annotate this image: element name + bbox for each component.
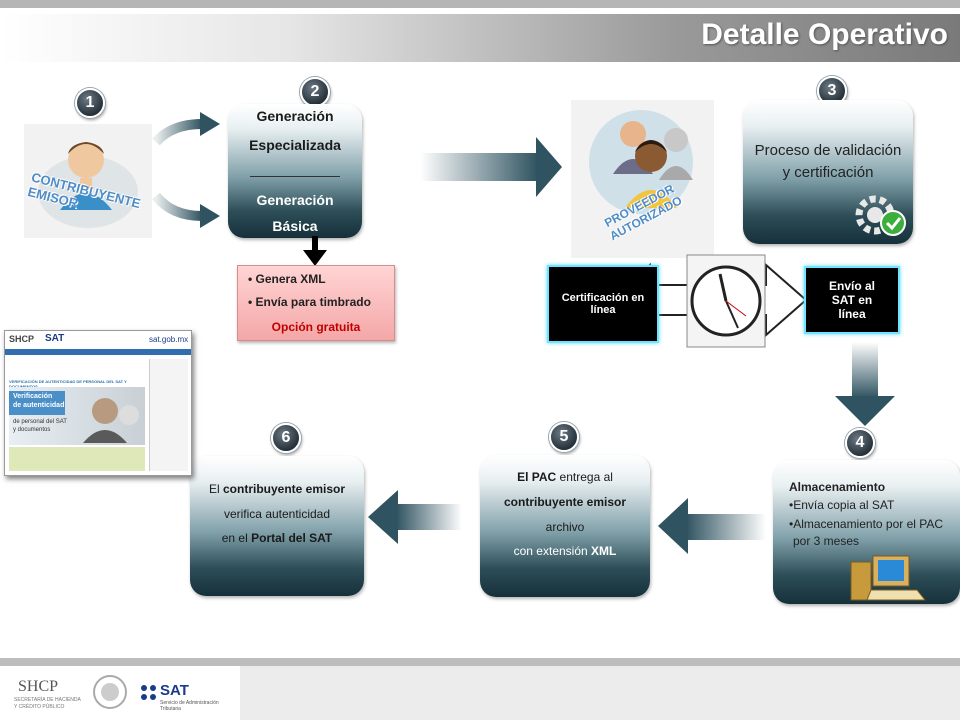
- arrow-to-verifica-head: [368, 490, 398, 544]
- footer-sat-sub: Servicio de Administración Tributaria: [160, 700, 219, 712]
- arrow-to-pac-shaft: [686, 514, 766, 540]
- generacion-basica-line1: Generación: [256, 192, 334, 208]
- portal-banner-line3: de personal del SAT: [13, 419, 67, 425]
- portal-url: sat.gob.mx: [149, 335, 189, 344]
- contribuyente-emisor-image: CONTRIBUYENTE EMISOR: [24, 124, 152, 238]
- envia-timbrado-text: Envía para timbrado: [255, 295, 371, 309]
- group-people-icon: [589, 110, 693, 214]
- pac-line1: El PAC entrega al: [480, 470, 650, 484]
- portal-banner-line2: de autenticidad: [13, 402, 65, 409]
- verifica-line3-bold: Portal del SAT: [251, 531, 333, 545]
- verifica-line2: verifica autenticidad: [223, 507, 331, 521]
- proveedor-autorizado-image: PROVEEDOR AUTORIZADO: [571, 100, 714, 258]
- certificacion-line2: línea: [590, 304, 616, 316]
- arrow-to-pac-head: [658, 498, 688, 554]
- sat-dots-icon: [141, 685, 156, 700]
- envia-timbrado-item: • Envía para timbrado: [248, 295, 371, 309]
- portal-sat: SAT: [45, 333, 65, 344]
- genera-xml-item: • Genera XML: [248, 272, 326, 286]
- portal-banner: Verificación de autenticidad de personal…: [9, 387, 145, 445]
- footer-shcp: SHCP: [18, 678, 59, 695]
- portal-sidebar: [149, 359, 188, 471]
- verifica-line1-bold: contribuyente emisor: [222, 482, 346, 496]
- pac-line4: con extensión XML: [480, 544, 650, 558]
- genera-xml-text: Genera XML: [255, 272, 326, 286]
- verifica-line3-pre: en el: [221, 531, 252, 545]
- genera-xml-box: • Genera XML • Envía para timbrado Opció…: [237, 265, 395, 341]
- down-arrow-icon: [303, 236, 327, 266]
- arrow-to-almacenamiento-shaft: [852, 342, 878, 398]
- verifica-line1: El contribuyente emisor: [190, 482, 364, 496]
- sat-portal-screenshot: SHCP SAT sat.gob.mx VERIFICACIÓN DE AUTE…: [4, 330, 192, 476]
- portal-topbar: SHCP SAT sat.gob.mx: [5, 331, 191, 349]
- top-strip: [0, 0, 960, 8]
- page-title: Detalle Operativo: [701, 18, 948, 51]
- divider: [250, 176, 340, 177]
- almacenamiento-title: Almacenamiento: [789, 480, 886, 494]
- portal-nav: [5, 349, 191, 355]
- generacion-basica-line2: Básica: [272, 218, 318, 234]
- footer-line: [0, 658, 960, 666]
- portal-banner-blue: [9, 391, 65, 415]
- arrow-to-proveedor-shaft: [420, 153, 538, 181]
- envio-line1: Envío al: [828, 279, 875, 293]
- step-badge-5: 5: [549, 422, 579, 452]
- mexico-seal-icon: [93, 675, 127, 709]
- step-badge-6: 6: [271, 423, 301, 453]
- pac-line2: contribuyente emisor: [503, 495, 627, 509]
- step-badge-4: 4: [845, 428, 875, 458]
- arrow-to-almacenamiento-head: [835, 396, 895, 426]
- proceso-line2: y certificación: [782, 164, 874, 181]
- footer-shcp-sub1: SECRETARÍA DE HACIENDA: [14, 697, 81, 703]
- portal-banner-line1: Verificación: [13, 393, 53, 400]
- portal-banner-line4: y documentos: [13, 427, 51, 433]
- generacion-especializada-line1: Generación: [256, 108, 334, 124]
- proceso-line1: Proceso de validación: [754, 142, 902, 159]
- pac-xml-bold: XML: [591, 544, 617, 558]
- envio-line2: SAT en: [831, 293, 873, 307]
- step-badge-1: 1: [75, 88, 105, 118]
- arrow-to-verifica-shaft: [396, 504, 462, 530]
- header-bar: [0, 14, 960, 62]
- almacenamiento-item2: •Almacenamiento por el PAC: [789, 517, 944, 531]
- footer-logos: SHCP SECRETARÍA DE HACIENDA Y CRÉDITO PÚ…: [0, 666, 240, 720]
- verifica-line1-pre: El: [208, 482, 223, 496]
- gear-check-icon: [855, 195, 906, 236]
- envio-sat-box: Envío al SAT en línea: [804, 266, 900, 334]
- footer-panel: [240, 666, 960, 720]
- almacenamiento-item1-text: Envía copia al SAT: [793, 498, 895, 512]
- footer-sat: SAT: [160, 682, 189, 699]
- verifica-line3: en el Portal del SAT: [190, 531, 364, 545]
- person-icon: [38, 142, 138, 228]
- arrow-to-proveedor-head: [536, 137, 562, 197]
- pac-line3: archivo: [545, 520, 585, 534]
- footer-shcp-sub2: Y CRÉDITO PÚBLICO: [14, 704, 65, 710]
- almacenamiento-item1: •Envía copia al SAT: [789, 498, 895, 512]
- generacion-especializada-line2: Especializada: [249, 137, 341, 153]
- pac-entrega-box: El PAC entrega al contribuyente emisor a…: [480, 455, 650, 597]
- almacenamiento-item2b: por 3 meses: [793, 534, 860, 548]
- verifica-box: El contribuyente emisor verifica autenti…: [190, 456, 364, 596]
- portal-person-photo: [83, 398, 139, 443]
- envio-line3: línea: [838, 307, 866, 321]
- clock-icon: [686, 254, 766, 348]
- generacion-box: Generación Especializada Generación Bási…: [228, 104, 362, 238]
- certificacion-line1: Certificación en: [561, 292, 645, 304]
- portal-shcp: SHCP: [9, 334, 35, 344]
- curved-arrows: [152, 112, 220, 228]
- pac-line4-rest: con extensión: [513, 544, 592, 558]
- portal-heading: VERIFICACIÓN DE AUTENTICIDAD DE PERSONAL…: [9, 379, 127, 389]
- pac-line1-rest: entrega al: [556, 470, 613, 484]
- certificacion-en-linea-box: Certificación en línea: [547, 265, 659, 343]
- pac-bold: El PAC: [517, 470, 557, 484]
- step-badge-2: 2: [300, 77, 330, 107]
- almacenamiento-box: Almacenamiento •Envía copia al SAT •Alma…: [773, 460, 960, 604]
- proceso-validacion-box: Proceso de validación y certificación: [743, 100, 913, 244]
- portal-notice: [9, 447, 145, 471]
- computer-icon: [850, 555, 927, 601]
- almacenamiento-item2-text: Almacenamiento por el PAC: [793, 517, 944, 531]
- opcion-gratuita: Opción gratuita: [271, 320, 361, 334]
